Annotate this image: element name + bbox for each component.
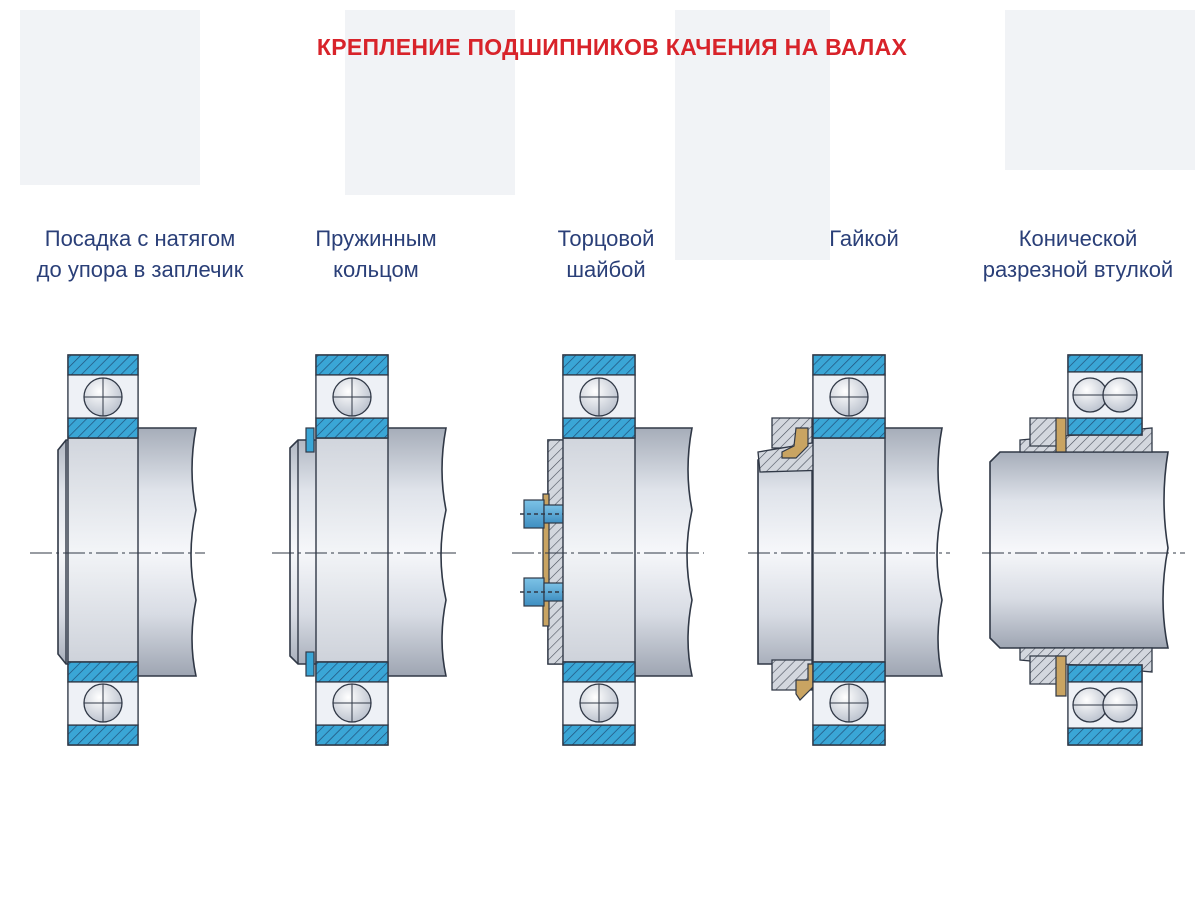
label-snap-ring-line1: Пружинным	[315, 226, 436, 251]
self-aligning-bearing	[1067, 354, 1143, 746]
method-labels: Посадка с натягом до упора в заплечик Пр…	[37, 226, 1174, 282]
assembly-snap-ring	[272, 354, 456, 746]
lock-nut	[1029, 655, 1059, 685]
label-interference-fit-line2: до упора в заплечик	[37, 257, 244, 282]
label-end-washer-line2: шайбой	[566, 257, 645, 282]
label-nut: Гайкой	[829, 226, 899, 251]
lock-nut	[1029, 417, 1059, 447]
assembly-end-washer	[512, 354, 704, 746]
shaft	[989, 451, 1169, 649]
label-tapered-sleeve-line2: разрезной втулкой	[983, 257, 1173, 282]
snap-ring	[305, 651, 315, 677]
assembly-tapered-sleeve	[982, 354, 1185, 746]
background-shapes	[20, 10, 1195, 260]
lock-washer	[781, 427, 809, 459]
label-interference-fit-line1: Посадка с натягом	[45, 226, 235, 251]
bearing	[562, 354, 636, 746]
bearing	[812, 354, 886, 746]
end-washer	[542, 493, 550, 627]
bearing	[67, 354, 139, 746]
lock-washer	[1055, 417, 1067, 453]
bearing	[315, 354, 389, 746]
assembly-interference-fit	[30, 354, 205, 746]
assembly-nut	[748, 354, 950, 746]
label-end-washer-line1: Торцовой	[558, 226, 655, 251]
label-snap-ring-line2: кольцом	[333, 257, 419, 282]
snap-ring	[305, 427, 315, 453]
label-tapered-sleeve-line1: Конической	[1019, 226, 1138, 251]
lock-washer	[1055, 655, 1067, 697]
diagram-title: КРЕПЛЕНИЕ ПОДШИПНИКОВ КАЧЕНИЯ НА ВАЛАХ	[317, 34, 908, 60]
